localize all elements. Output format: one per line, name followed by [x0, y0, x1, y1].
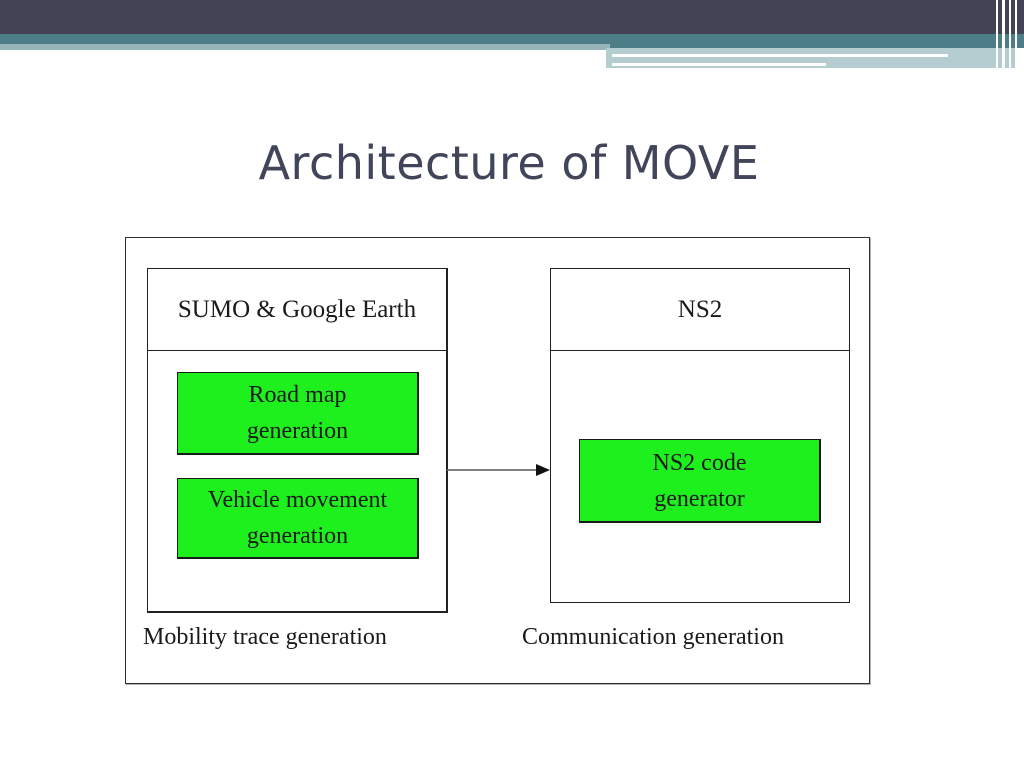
- slide-title: Architecture of MOVE: [258, 136, 760, 190]
- communication-caption: Communication generation: [522, 624, 784, 650]
- mobility-caption: Mobility trace generation: [143, 624, 387, 650]
- header-tab-line: [612, 63, 826, 66]
- header-band-dark: [0, 0, 1024, 34]
- block-line: Vehicle movement: [207, 487, 388, 513]
- block-line: generator: [654, 485, 745, 512]
- flow-arrow: [446, 464, 550, 476]
- header-stripes: [994, 0, 1024, 68]
- ns2-code-generator-block: NS2 code generator: [579, 439, 821, 523]
- ns2-module-header: NS2: [551, 269, 849, 351]
- road-map-generation-block: Road map generation: [177, 372, 419, 455]
- header-band-light: [0, 44, 610, 50]
- block-line: Road map: [248, 382, 347, 408]
- block-line: generation: [246, 523, 349, 549]
- header-tab-line: [612, 54, 948, 57]
- vehicle-movement-generation-block: Vehicle movement generation: [177, 478, 419, 559]
- block-line: NS2 code: [652, 449, 747, 476]
- mobility-module-header: SUMO & Google Earth: [148, 269, 446, 351]
- block-line: generation: [246, 418, 349, 444]
- ns2-module: NS2: [550, 268, 850, 603]
